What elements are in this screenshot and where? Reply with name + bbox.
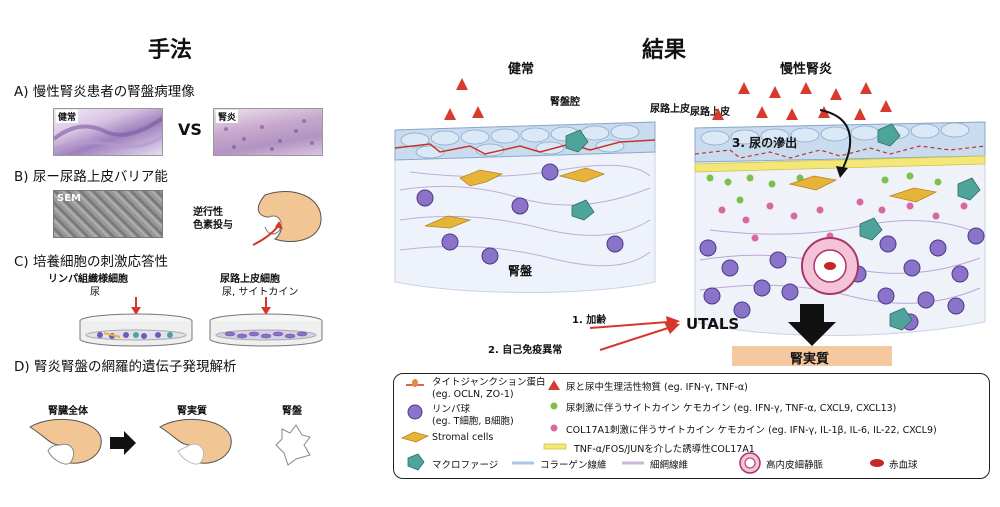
factor2-arrowhead — [664, 322, 680, 334]
sem-label: SEM — [57, 193, 81, 204]
whole-kidney-label: 腎臓全体 — [48, 406, 88, 417]
urothelium-right-label: 尿路上皮 — [690, 107, 730, 118]
legend-tight-junction-1: タイトジャンクション蛋白 — [432, 377, 546, 388]
parenchyma-icon — [159, 418, 232, 465]
legend-stromal-icon — [400, 431, 430, 443]
normal-tissue — [394, 121, 656, 293]
vs-label: VS — [178, 120, 202, 139]
legend-urine-icon — [548, 380, 560, 390]
pelvis-label: 腎盤 — [282, 406, 302, 417]
legend-macrophage-icon — [407, 453, 425, 471]
lymph-stimulus: 尿 — [90, 287, 100, 298]
methods-title: 手法 — [148, 38, 193, 63]
kidney-shape — [257, 191, 322, 242]
legend-tight-junction: タイトジャンクション蛋白 (eg. OCLN, ZO-1) — [432, 377, 546, 401]
section-d-heading: D) 腎炎腎盤の網羅的遺伝子発現解析 — [14, 359, 237, 375]
lymph-cell-label: リンパ組織様細胞 — [48, 274, 128, 285]
factor1-label: 1. 加齢 — [572, 315, 607, 326]
urine-leak-label: 3. 尿の滲出 — [732, 136, 798, 150]
retrograde-kidney-diagram — [252, 191, 322, 246]
nephritis-image-label: 腎炎 — [216, 110, 239, 123]
legend-stromal: Stromal cells — [432, 432, 494, 443]
parenchyma-bar — [732, 346, 892, 366]
utals-label: UTALS — [686, 315, 740, 333]
legend-rbc-icon — [870, 459, 884, 467]
legend-urine-cytokine: 尿刺激に伴うサイトカイン ケモカイン (eg. IFN-γ, TNF-α, CX… — [566, 403, 897, 414]
retrograde-dye-label: 逆行性 色素投与 — [193, 206, 233, 232]
uro-arrowhead — [261, 307, 271, 315]
factor2-label: 2. 自己免疫異常 — [488, 345, 563, 356]
pelvis-result-label: 腎盤 — [508, 264, 533, 278]
parenchyma-label: 腎実質 — [177, 406, 207, 417]
legend-symbols — [400, 379, 884, 474]
factor1-arrow — [589, 321, 669, 329]
legend-lymph-1: リンパ球 — [432, 404, 471, 415]
uro-stimulus: 尿, サイトカイン — [222, 287, 299, 298]
legend-col17-induced-icon — [543, 443, 567, 450]
normal-histology-image: 健常 — [53, 108, 163, 156]
lymph-arrowhead — [131, 307, 141, 315]
sem-image: SEM — [53, 190, 163, 238]
uro-cell-label: 尿路上皮細胞 — [220, 274, 280, 285]
analysis-arrow — [110, 431, 136, 455]
legend-rbc: 赤血球 — [889, 460, 918, 471]
retrograde-line1: 逆行性 — [193, 207, 223, 218]
nephritis-heading: 慢性腎炎 — [780, 62, 833, 77]
legend-urine-substance: 尿と尿中生理活性物質 (eg. IFN-γ, TNF-α) — [566, 382, 748, 393]
legend-col17-induced: TNF-α/FOS/JUNを介した誘導性COL17A1 — [574, 444, 755, 455]
results-title: 結果 — [642, 38, 687, 63]
pelvic-cavity-label: 腎盤腔 — [550, 97, 580, 108]
retrograde-line2: 色素投与 — [193, 220, 233, 231]
culture-dishes — [79, 297, 323, 347]
normal-heading: 健常 — [508, 62, 535, 77]
section-a-heading: A) 慢性腎炎患者の腎盤病理像 — [14, 84, 195, 100]
section-c-heading: C) 培養細胞の刺激応答性 — [14, 254, 168, 270]
normal-image-label: 健常 — [56, 110, 79, 123]
dye-arrowhead — [275, 221, 283, 229]
parenchyma-down-arrow — [788, 304, 836, 346]
hev-vessel — [801, 237, 859, 295]
section-b-heading: B) 尿ー尿路上皮バリア能 — [14, 169, 168, 185]
parenchyma-result-label: 腎実質 — [790, 352, 830, 367]
legend-hev: 高内皮細静脈 — [766, 460, 824, 471]
legend-hev-icon — [739, 452, 761, 474]
pelvis-icon — [275, 424, 311, 466]
lymph-culture-dish — [79, 313, 193, 347]
legend-box: タイトジャンクション蛋白 (eg. OCLN, ZO-1) リンパ球 (eg. … — [393, 373, 990, 479]
nephritis-tissue — [694, 109, 986, 336]
legend-collagen: コラーゲン線維 — [540, 460, 607, 471]
kidney-pelvis-shape — [264, 215, 282, 235]
results-diagram — [394, 78, 986, 366]
whole-kidney-icon — [29, 418, 102, 465]
urine-triangles — [444, 78, 892, 120]
legend-lymph: リンパ球 (eg. T細胞, B細胞) — [432, 404, 514, 428]
legend-lymph-2: (eg. T細胞, B細胞) — [432, 416, 514, 427]
factor2-arrow — [599, 327, 669, 351]
legend-tight-junction-2: (eg. OCLN, ZO-1) — [432, 389, 514, 400]
legend-col17-cytokine: COL17A1刺激に伴うサイトカイン ケモカイン (eg. IFN-γ, IL-… — [566, 425, 937, 436]
urothelium-left-label: 尿路上皮 — [650, 104, 690, 115]
urine-leak-arrow — [819, 109, 852, 171]
legend-col17-cytokine-icon — [550, 424, 558, 432]
nephritis-histology-image: 腎炎 — [213, 108, 323, 156]
legend-reticular: 細網線維 — [650, 460, 689, 471]
legend-lymph-icon — [407, 404, 423, 420]
uro-culture-dish — [209, 313, 323, 347]
col17a1-band — [694, 155, 986, 173]
legend-macrophage: マクロファージ — [432, 460, 499, 471]
legend-urine-cytokine-icon — [550, 402, 558, 410]
gene-expression-diagram — [29, 418, 311, 466]
